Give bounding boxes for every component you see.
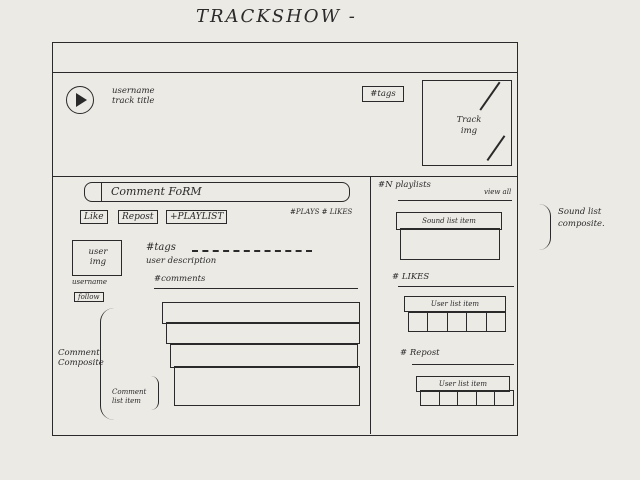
track-username[interactable]: username (112, 86, 155, 96)
add-to-playlist-button[interactable]: +PLAYLIST (166, 210, 228, 224)
like-button[interactable]: Like (80, 210, 108, 224)
track-title: track title (112, 96, 155, 106)
user-avatar-cell[interactable] (421, 391, 440, 405)
comments-divider (154, 288, 358, 289)
sound-list-item-label: Sound list item (422, 217, 476, 225)
sound-list-item[interactable]: Sound list item (396, 212, 502, 230)
user-avatar-cell[interactable] (495, 391, 513, 405)
comment-form[interactable]: Comment FoRM (84, 182, 350, 202)
user-image-label: user img (88, 247, 108, 267)
user-avatar-cell[interactable] (440, 391, 459, 405)
user-avatar-cell[interactable] (477, 391, 496, 405)
play-button[interactable] (66, 86, 94, 114)
likes-heading: # LIKES (392, 272, 430, 282)
comment-form-label: Comment FoRM (111, 185, 202, 198)
likes-divider (398, 286, 514, 287)
repost-user-list-item-label: User list item (438, 380, 488, 388)
comment-form-tick (101, 183, 102, 201)
page-title: TRACKSHOW - (196, 6, 357, 27)
playlists-divider (398, 200, 512, 201)
column-divider (370, 176, 371, 434)
comment-list-item (170, 344, 358, 368)
comment-list-item (166, 322, 360, 344)
likes-user-list-item-label: User list item (430, 300, 480, 308)
track-image-line (486, 135, 505, 161)
user-image: user img (72, 240, 122, 276)
user-avatar-cell[interactable] (487, 313, 505, 331)
user-username[interactable]: username (72, 278, 108, 286)
user-description: user description (146, 256, 217, 266)
repost-heading: # Repost (400, 348, 440, 358)
likes-user-avatars (408, 312, 506, 332)
track-tags[interactable]: #tags (362, 86, 404, 102)
user-avatar-cell[interactable] (428, 313, 448, 331)
view-all-link[interactable]: view all (484, 188, 512, 196)
follow-button[interactable]: follow (74, 292, 104, 302)
sound-list-composite-annotation: Sound list composite. (558, 207, 605, 229)
comment-list-item (174, 366, 360, 406)
repost-divider (412, 364, 514, 365)
comment-composite-brace (100, 308, 123, 420)
user-avatar-cell[interactable] (448, 313, 468, 331)
header-bar-divider (52, 72, 518, 73)
user-avatar-cell[interactable] (409, 313, 429, 331)
playlists-heading: #N playlists (378, 180, 431, 190)
user-avatar-cell[interactable] (467, 313, 487, 331)
comment-list-item (162, 302, 360, 324)
sound-list-composite-brace (538, 204, 551, 250)
comment-list-item-brace (150, 376, 159, 410)
window-frame (52, 42, 518, 436)
user-tags[interactable]: #tags (146, 242, 176, 253)
play-icon (76, 93, 87, 107)
comment-composite-annotation: Comment Composite (58, 348, 104, 368)
hero-divider (52, 176, 518, 177)
user-tags-dashes (192, 250, 312, 252)
track-image-label: Track img (456, 115, 482, 136)
sound-list-item[interactable] (400, 228, 500, 260)
user-avatar-cell[interactable] (458, 391, 477, 405)
track-stats: #PLAYS # LIKES (290, 208, 353, 216)
likes-user-list-item[interactable]: User list item (404, 296, 506, 312)
repost-user-list-item[interactable]: User list item (416, 376, 510, 392)
track-image-line (479, 81, 501, 111)
repost-user-avatars (420, 390, 514, 406)
comment-list-item-annotation: Comment list item (112, 388, 147, 405)
repost-button[interactable]: Repost (118, 210, 158, 224)
comments-count: #comments (154, 274, 206, 284)
track-image: Track img (422, 80, 512, 166)
